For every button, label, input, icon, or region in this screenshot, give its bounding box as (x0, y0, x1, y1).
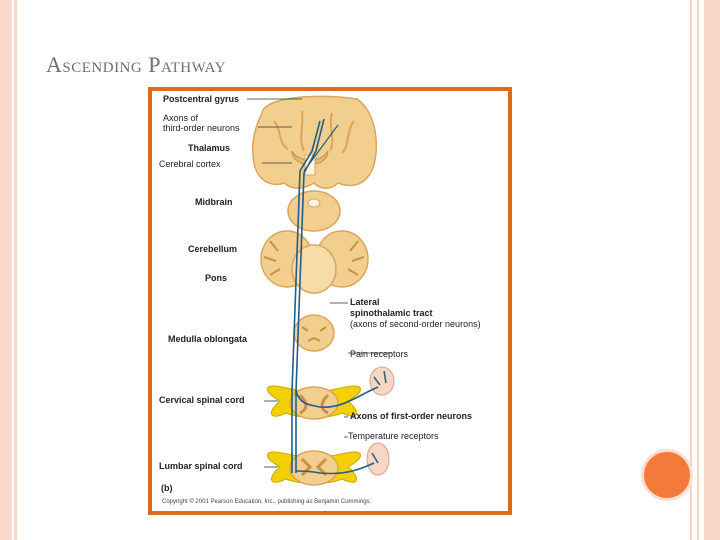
cervical-cord-section (267, 385, 361, 420)
midbrain-section (287, 190, 341, 232)
ascending-pathway-illustration (247, 95, 395, 486)
label-cerebellum: Cerebellum (188, 244, 238, 254)
right-decor-band (704, 0, 720, 540)
label-midbrain: Midbrain (195, 197, 233, 207)
label-lateral-line2: spinothalamic tract (350, 308, 433, 318)
label-thalamus: Thalamus (188, 143, 231, 153)
medulla-section (293, 314, 335, 352)
label-postcentral-gyrus: Postcentral gyrus (163, 94, 240, 104)
label-pons: Pons (205, 273, 228, 283)
label-axons-third-order-line2: third-order neurons (163, 123, 240, 133)
label-pain-receptors: Pain receptors (350, 349, 409, 359)
pain-receptor-illustration (369, 366, 395, 396)
copyright-text: Copyright © 2001 Pearson Education, Inc.… (162, 499, 372, 505)
label-medulla: Medulla oblongata (168, 334, 248, 344)
slide-title: Ascending Pathway (46, 52, 226, 77)
left-decor-line (14, 0, 17, 540)
label-temperature-receptors: Temperature receptors (348, 431, 439, 441)
right-decor-line-1 (690, 0, 692, 540)
temperature-receptor-illustration (366, 442, 390, 476)
label-axons-first-order: Axons of first-order neurons (350, 411, 473, 421)
label-lumbar-cord: Lumbar spinal cord (159, 461, 243, 471)
spinothalamic-tract-lines (291, 118, 379, 475)
label-lateral-line3: (axons of second-order neurons) (350, 319, 481, 329)
leader-lines (247, 98, 392, 468)
label-part-b: (b) (161, 483, 173, 493)
left-decor-band (0, 0, 12, 540)
lumbar-cord-section (267, 450, 361, 486)
label-cerebral-cortex: Cerebral cortex (159, 159, 221, 169)
label-cervical-cord: Cervical spinal cord (159, 395, 245, 405)
decorative-circle (641, 449, 693, 501)
label-axons-third-order-line1: Axons of (163, 113, 199, 123)
right-decor-line-2 (697, 0, 699, 540)
cerebellum-section (260, 230, 369, 294)
anatomy-figure: Postcentral gyrus Axons of third-order n… (148, 87, 512, 515)
label-lateral-line1: Lateral (350, 297, 380, 307)
